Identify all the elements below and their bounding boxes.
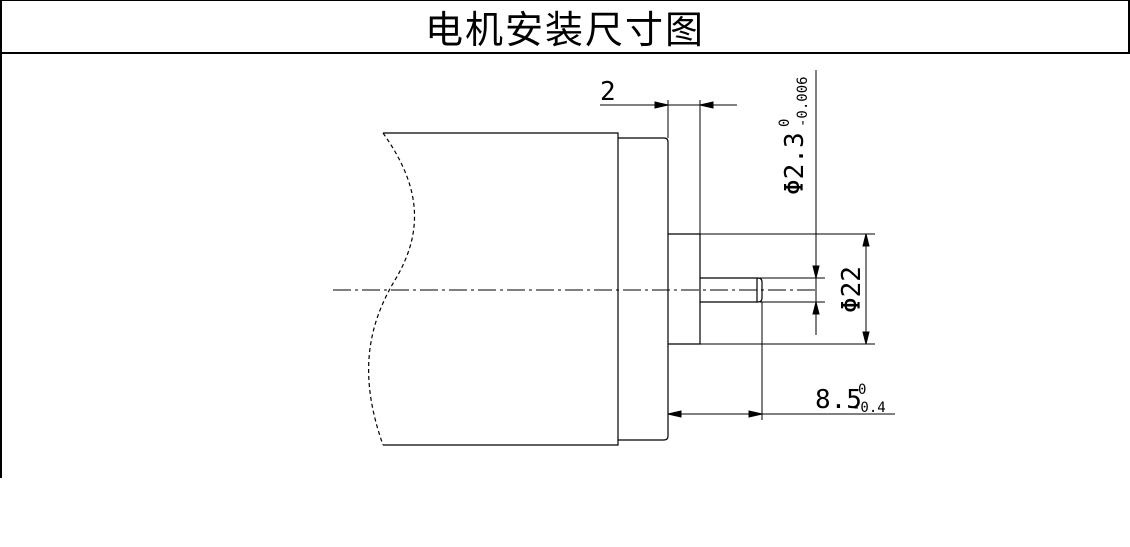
boss-diameter-label: Φ22: [837, 266, 867, 313]
boss-outline: [668, 233, 701, 345]
frame-right-border: [1128, 0, 1130, 54]
title-divider: [0, 52, 1130, 54]
gap-dimension-label: 2: [600, 77, 616, 107]
length-tol-upper: 0: [858, 382, 866, 398]
shaft-length-label: 8.5: [815, 385, 862, 415]
shaft-diameter-label: Φ2.3: [780, 132, 810, 195]
flange-step: [618, 137, 669, 441]
motor-break-line: [368, 132, 416, 446]
shaft-tol-upper: 0: [777, 119, 793, 127]
frame-top-border: [0, 0, 1130, 1]
motor-body-outline: [383, 132, 619, 446]
drawing-title: 电机安装尺寸图: [424, 7, 705, 52]
shaft-tol-lower: -0.006: [795, 76, 811, 127]
length-tol-lower: -0.4: [852, 400, 886, 416]
frame-left-border: [0, 0, 2, 478]
